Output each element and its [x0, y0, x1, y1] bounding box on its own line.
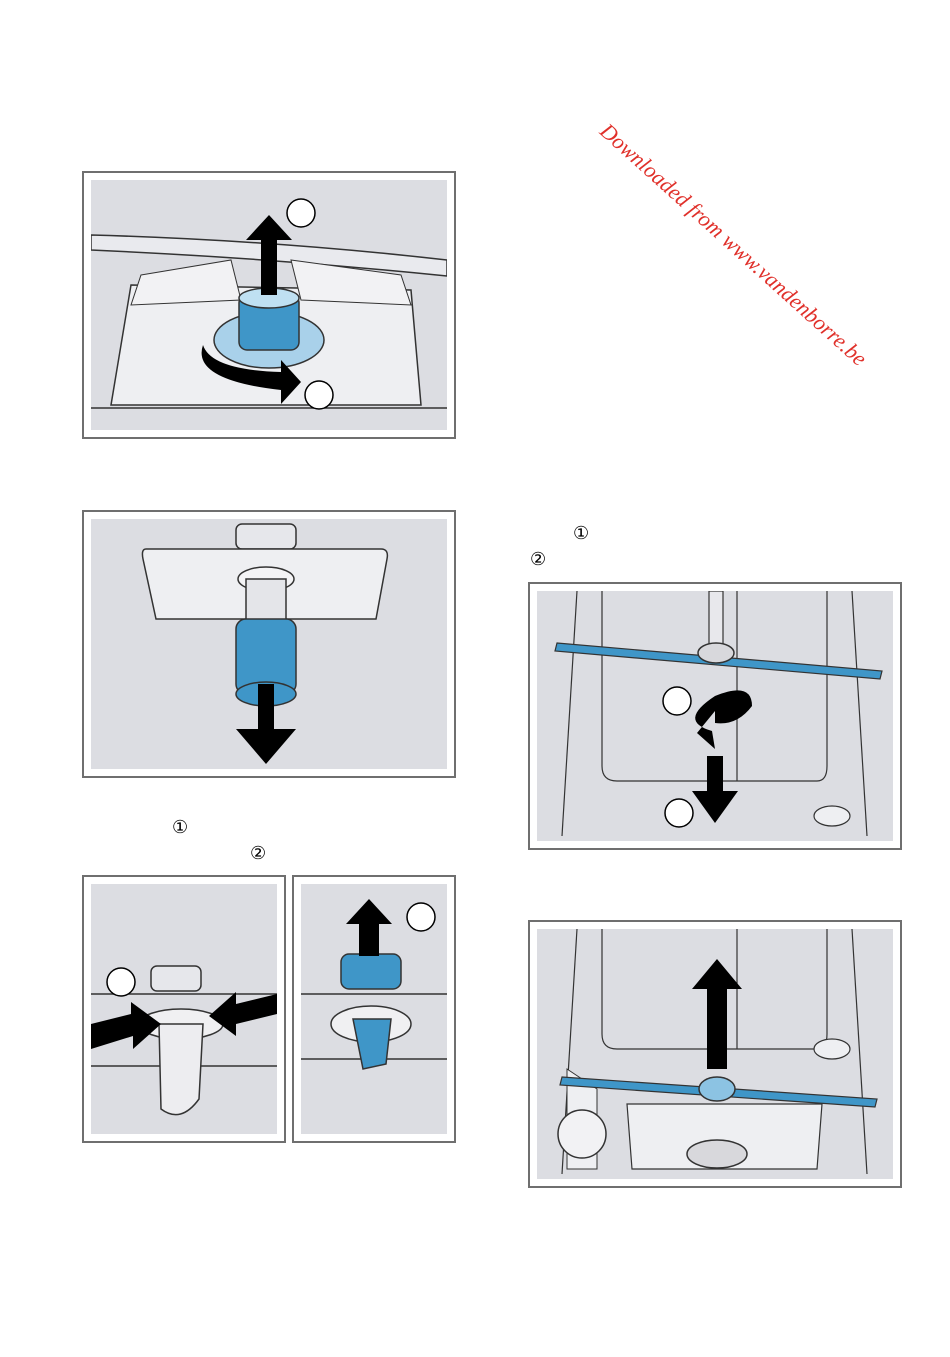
- callout-circle-4: [407, 903, 435, 931]
- callout-circle-1: [287, 199, 315, 227]
- figure-filter-lift: [292, 875, 456, 1143]
- reference-4: ②: [530, 550, 546, 568]
- filter-latches-illustration: [91, 884, 277, 1134]
- figure-spray-arm-unscrew: [528, 582, 902, 850]
- callout-circle-3: [107, 968, 135, 996]
- filter-rotate-illustration: [91, 180, 447, 430]
- figure-filter-latches: [82, 875, 286, 1143]
- figure-filter-rotate: [82, 171, 456, 439]
- callout-circle-2: [305, 381, 333, 409]
- reference-3: ①: [573, 524, 589, 542]
- callout-circle-5: [663, 687, 691, 715]
- filter-pull-illustration: [91, 519, 447, 769]
- filter-lift-illustration: [301, 884, 447, 1134]
- spray-arm-lift-illustration: [537, 929, 893, 1179]
- reference-1: ①: [172, 818, 188, 836]
- reference-2: ②: [250, 844, 266, 862]
- spray-arm-unscrew-illustration: [537, 591, 893, 841]
- callout-circle-6: [665, 799, 693, 827]
- figure-filter-pull: [82, 510, 456, 778]
- figure-spray-arm-lift: [528, 920, 902, 1188]
- watermark: Downloaded from www.vandenborre.be: [595, 118, 925, 418]
